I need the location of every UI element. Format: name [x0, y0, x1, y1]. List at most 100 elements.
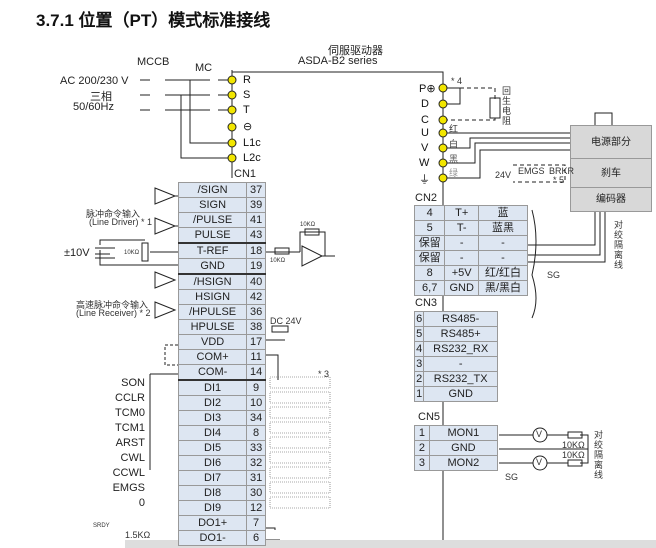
regen-resistor-label: 回生电阻: [502, 86, 512, 126]
cn1-pin: 39: [246, 197, 266, 213]
cn2-label: CN2: [415, 192, 438, 204]
di-input-label: CWL: [120, 452, 145, 464]
drive-model: ASDA-B2 series: [298, 55, 378, 67]
pulse-input-label: 脉冲命令输入: [86, 209, 141, 219]
cn5-pin: 1: [414, 425, 430, 441]
cn1-signal: /SIGN: [177, 182, 248, 198]
cn1-pin: 36: [246, 304, 266, 320]
cn1-row: COM-14: [177, 364, 266, 381]
cn3-signal: RS485+: [423, 326, 498, 342]
cn2-color: 黑/黑白: [478, 280, 528, 296]
cn3-signal: -: [423, 356, 498, 372]
wire-black: 黑: [449, 154, 459, 164]
cn2-signal: T+: [444, 205, 480, 221]
brake-voltage: 24V: [495, 170, 512, 180]
dc24v-label: DC 24V: [270, 316, 302, 326]
cn1-pin: 19: [246, 258, 266, 275]
cn1-signal: T-REF: [177, 242, 248, 259]
cn1-pin: 17: [246, 334, 266, 350]
cn1-signal: DO1-: [177, 530, 248, 546]
cn2-color: -: [478, 235, 528, 251]
meter-mon2: V: [536, 457, 543, 467]
cn2-signal: +5V: [444, 265, 480, 281]
cn1-signal: DI8: [177, 485, 248, 501]
cn2-color: 蓝: [478, 205, 528, 221]
cn3-label: CN3: [415, 297, 438, 309]
wire-red: 红: [449, 124, 459, 134]
cn2-pin: 8: [413, 265, 446, 281]
cn1-pin: 40: [246, 273, 266, 290]
cn5-twisted-pair-label: 对绞隔离线: [594, 430, 604, 480]
cn3-signal: GND: [423, 386, 498, 402]
terminal-s: S: [243, 89, 251, 101]
cn2-row: 保留--: [413, 235, 528, 251]
mc-label: MC: [195, 62, 213, 74]
cn2-signal: GND: [444, 280, 480, 296]
cn1-pin: 32: [246, 455, 266, 471]
hs-pulse-input-type: (Line Receiver) * 2: [76, 308, 151, 318]
drive-name: 伺服驱动器: [328, 45, 383, 57]
terminal-l1c: L1c: [243, 137, 261, 149]
cn1-row: DO1-6: [177, 530, 266, 546]
cn1-signal: DI7: [177, 470, 248, 486]
cn1-pin: 12: [246, 500, 266, 516]
cn5-pin: 2: [414, 440, 430, 456]
cn1-pin: 37: [246, 182, 266, 198]
cn1-signal: DO1+: [177, 515, 248, 531]
mon2-pot-label: 10KΩ: [562, 450, 585, 460]
cn2-signal: T-: [444, 220, 480, 236]
l1c-wire: [189, 80, 232, 144]
cn1-signal: /HSIGN: [177, 273, 248, 290]
cn5-signal: GND: [428, 440, 499, 456]
opamp-r2: 10KΩ: [300, 222, 316, 228]
cn1-pin: 31: [246, 470, 266, 486]
cn3-pin: 2: [413, 371, 425, 387]
cn1-pin: 30: [246, 485, 266, 501]
supply-voltage: AC 200/230 V: [60, 75, 129, 87]
cn2-pin: 保留: [413, 250, 446, 266]
hs-pulse-input-label: 高速脉冲命令输入: [76, 300, 149, 310]
cn1-pin: 38: [246, 319, 266, 335]
cn1-signal: HPULSE: [177, 319, 248, 335]
terminal-r: R: [243, 74, 251, 86]
cn1-signal: DI9: [177, 500, 248, 516]
supply-frequency: 50/60Hz: [73, 101, 114, 113]
wire-green: 绿: [449, 168, 459, 178]
pot-value: 10KΩ: [124, 250, 140, 256]
terminal-c: C: [421, 114, 429, 126]
cn3-pin: 3: [413, 356, 425, 372]
cn1-signal: /HPULSE: [177, 304, 248, 320]
cn1-pin: 11: [246, 349, 266, 365]
cn2-color: -: [478, 250, 528, 266]
brake-brkr: BRKR: [549, 166, 575, 176]
cn1-label: CN1: [234, 168, 257, 180]
mccb-label: MCCB: [137, 56, 170, 68]
cn2-color: 红/红白: [478, 265, 528, 281]
cn1-signal: DI2: [177, 395, 248, 411]
cn1-signal: HSIGN: [177, 289, 248, 305]
mon1-pot-label: 10KΩ: [562, 440, 585, 450]
cn1-pin: 41: [246, 212, 266, 228]
terminal-v: V: [421, 142, 429, 154]
di-input-label: CCWL: [112, 467, 145, 479]
